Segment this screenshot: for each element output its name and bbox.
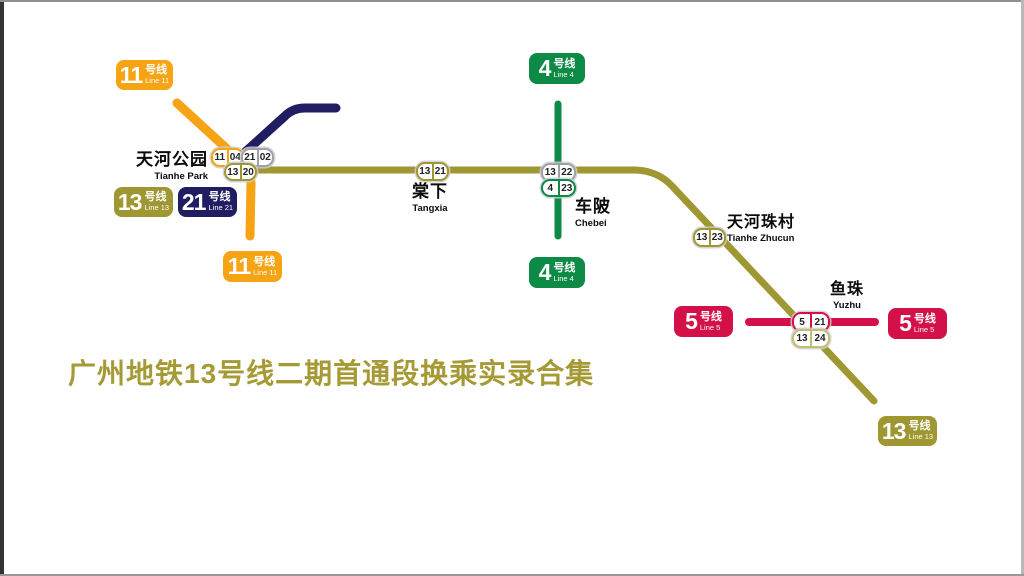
station-code-yuzhu-line5: 5 21 xyxy=(792,312,830,332)
station-code-tianhepark-line11: 11 04 xyxy=(211,148,244,167)
line5-suffix-zh: 号线 xyxy=(699,310,722,323)
station-name-zh: 天河珠村 xyxy=(727,214,796,231)
line21-badge: 21 号线 Line 21 xyxy=(178,187,237,217)
code-divider xyxy=(810,331,812,346)
code-line: 4 xyxy=(547,182,554,194)
station-label-yuzhu: 鱼珠 Yuzhu xyxy=(815,281,879,311)
code-line: 21 xyxy=(244,152,256,163)
line21-suffix-zh: 号线 xyxy=(208,191,231,204)
code-num: 02 xyxy=(259,152,271,163)
code-num: 21 xyxy=(434,166,446,177)
line5-stack: 号线 Line 5 xyxy=(913,312,936,334)
frame-border-top xyxy=(0,0,1024,2)
station-code-yuzhu-line13: 13 24 xyxy=(792,329,830,348)
station-code-tianhepark-line21: 21 02 xyxy=(241,148,274,167)
line11-number: 11 xyxy=(227,253,251,279)
line11-badge-top: 11 号线 Line 11 xyxy=(116,60,173,90)
station-name-zh: 车陂 xyxy=(575,197,611,216)
station-name-zh: 鱼珠 xyxy=(829,281,864,298)
code-num: 23 xyxy=(711,232,723,243)
station-name-en: Tianhe Park xyxy=(154,170,208,182)
code-num: 24 xyxy=(814,333,826,344)
line11-suffix-zh: 号线 xyxy=(253,255,276,268)
line13-stack: 号线 Line 13 xyxy=(144,192,169,212)
line13-badge-left: 13 号线 Line 13 xyxy=(114,187,173,217)
code-num: 04 xyxy=(229,152,241,163)
line21-stack: 号线 Line 21 xyxy=(208,192,233,212)
line13-badge-bottom-right: 13 号线 Line 13 xyxy=(878,416,937,446)
line4-stack: 号线 Line 4 xyxy=(553,261,576,283)
line5-number: 5 xyxy=(899,310,912,336)
station-label-chebei: 车陂 Chebei xyxy=(575,197,611,229)
code-line: 11 xyxy=(214,152,226,163)
frame-border-left xyxy=(0,0,4,576)
line4-stack: 号线 Line 4 xyxy=(553,57,576,79)
station-code-tangxia-line13: 13 21 xyxy=(416,162,449,181)
code-divider xyxy=(557,181,560,195)
station-code-tianhepark-line13: 13 20 xyxy=(224,163,257,181)
station-label-tianhe-zhucun: 天河珠村 Tianhe Zhucun xyxy=(727,214,795,244)
line4-badge-bottom: 4 号线 Line 4 xyxy=(529,257,585,288)
station-label-tangxia: 棠下 Tangxia xyxy=(394,182,466,214)
station-code-zhucun-line13: 13 23 xyxy=(693,228,726,247)
station-name-zh: 天河公园 xyxy=(136,150,208,169)
line11-stack: 号线 Line 11 xyxy=(145,65,169,85)
line13-number: 13 xyxy=(117,188,143,215)
line4-suffix-zh: 号线 xyxy=(553,261,576,274)
line13-suffix-zh: 号线 xyxy=(144,191,167,204)
code-num: 23 xyxy=(561,182,573,194)
line4-name-en: Line 4 xyxy=(553,69,574,79)
line4-name-en: Line 4 xyxy=(553,273,574,283)
line5-badge-left: 5 号线 Line 5 xyxy=(674,306,733,337)
station-name-zh: 棠下 xyxy=(412,182,448,201)
line11-badge-bottom: 11 号线 Line 11 xyxy=(223,251,282,282)
code-divider xyxy=(256,150,259,165)
line13-suffix-zh: 号线 xyxy=(908,420,931,433)
code-line: 13 xyxy=(696,232,708,243)
video-title: 广州地铁13号线二期首通段换乘实录合集 xyxy=(68,358,595,389)
line11-name-en: Line 11 xyxy=(145,76,170,86)
line5-name-en: Line 5 xyxy=(913,324,935,334)
station-code-chebei-line4: 4 23 xyxy=(541,179,576,197)
line5-stack: 号线 Line 5 xyxy=(699,310,722,332)
line21-name-en: Line 21 xyxy=(208,203,234,213)
line13-name-en: Line 13 xyxy=(144,203,170,213)
line13-number: 13 xyxy=(881,417,907,444)
line5-suffix-zh: 号线 xyxy=(913,312,936,325)
station-name-en: Yuzhu xyxy=(833,299,861,311)
code-divider xyxy=(226,150,229,165)
station-name-en: Chebei xyxy=(575,217,607,229)
line11-suffix-zh: 号线 xyxy=(145,64,168,77)
code-num: 22 xyxy=(561,167,573,178)
station-name-en: Tianhe Zhucun xyxy=(727,232,795,244)
line13-stack: 号线 Line 13 xyxy=(908,421,933,441)
code-divider xyxy=(431,164,434,179)
line5-number: 5 xyxy=(685,308,698,334)
code-line: 13 xyxy=(419,166,431,177)
line21-number: 21 xyxy=(181,188,207,215)
code-divider xyxy=(557,165,560,180)
line13-name-en: Line 13 xyxy=(908,432,934,442)
code-line: 13 xyxy=(544,167,556,178)
station-name-en: Tangxia xyxy=(412,202,448,214)
line11-number: 11 xyxy=(119,61,143,88)
code-line: 5 xyxy=(799,316,805,328)
code-divider xyxy=(708,230,711,245)
line11-stack: 号线 Line 11 xyxy=(253,255,278,277)
line5-name-en: Line 5 xyxy=(699,322,721,332)
line4-badge-top: 4 号线 Line 4 xyxy=(529,53,585,84)
line4-number: 4 xyxy=(538,259,552,285)
code-line: 13 xyxy=(227,166,239,178)
code-num: 21 xyxy=(814,316,826,328)
station-label-tianhe-park: 天河公园 Tianhe Park xyxy=(118,150,208,182)
code-divider xyxy=(239,165,242,179)
code-num: 20 xyxy=(242,166,254,178)
line11-name-en: Line 11 xyxy=(253,267,278,277)
code-divider xyxy=(810,314,812,330)
line4-suffix-zh: 号线 xyxy=(553,57,576,70)
code-line: 13 xyxy=(796,333,808,344)
line5-badge-right: 5 号线 Line 5 xyxy=(888,308,947,339)
line4-number: 4 xyxy=(538,55,552,81)
